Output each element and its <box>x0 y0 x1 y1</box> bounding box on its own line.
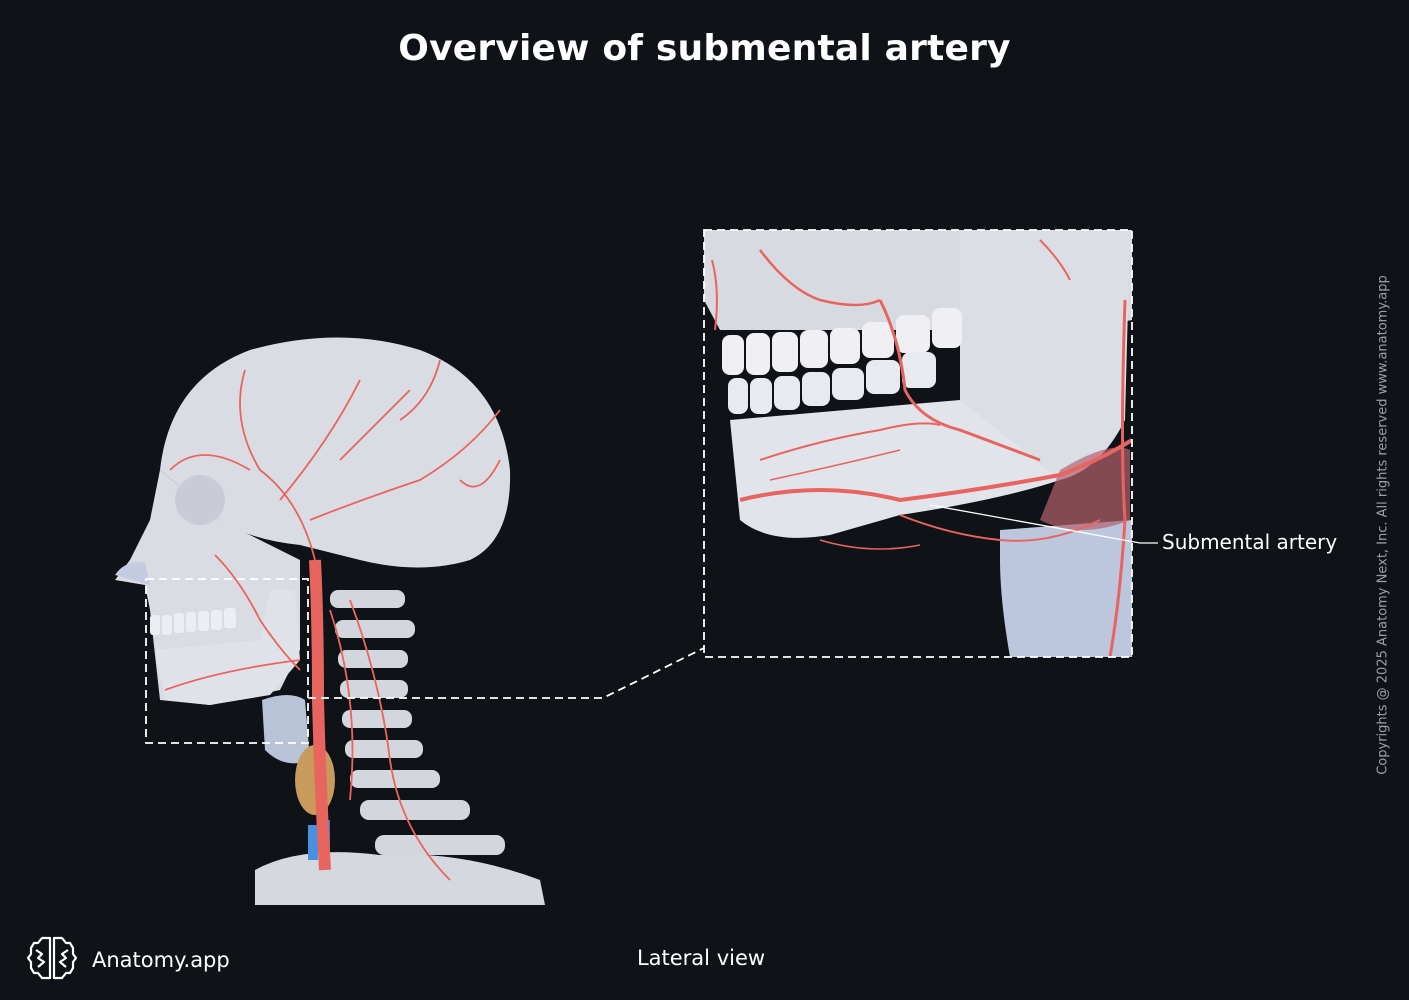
copyright-notice: Copyrights @ 2025 Anatomy Next, Inc. All… <box>1375 275 1391 775</box>
inset-frame <box>703 229 1133 658</box>
overview-figure <box>115 337 545 905</box>
submental-artery-label: Submental artery <box>1162 530 1338 554</box>
source-region-box <box>145 578 309 744</box>
label-leader-line <box>929 504 1158 544</box>
zoom-inset <box>704 230 1132 657</box>
brand-name: Anatomy.app <box>92 948 230 972</box>
brain-icon <box>26 934 78 986</box>
brand-logo[interactable]: Anatomy.app <box>26 934 230 986</box>
callout-frames <box>145 229 1133 744</box>
view-caption: Lateral view <box>636 946 766 970</box>
page-title: Overview of submental artery <box>398 28 1011 69</box>
inset-connector <box>308 647 705 699</box>
